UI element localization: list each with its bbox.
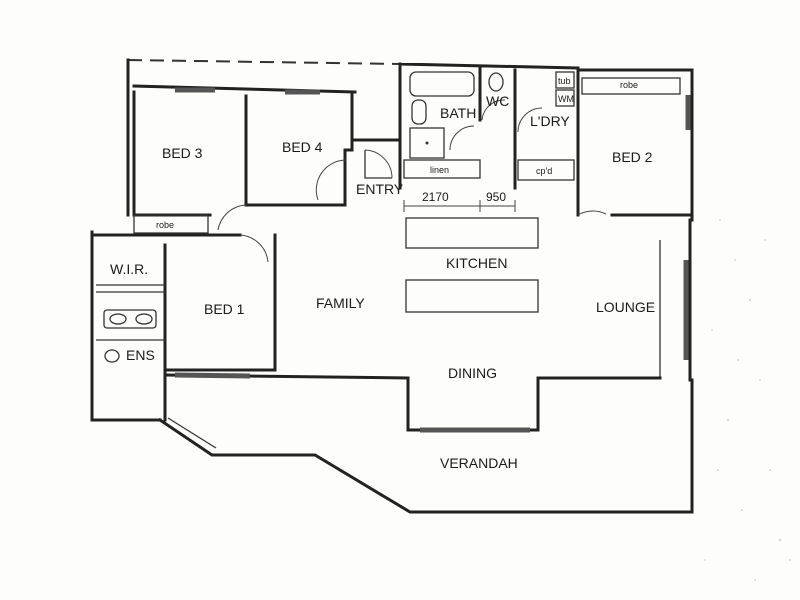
label-dining: DINING bbox=[448, 365, 497, 381]
door-bed4 bbox=[315, 159, 346, 201]
kitchen-bench-top bbox=[405, 217, 539, 249]
label-bed1: BED 1 bbox=[204, 301, 245, 317]
shower-drain bbox=[425, 141, 429, 145]
wall-wir-divider bbox=[96, 284, 165, 293]
label-bath: BATH bbox=[440, 105, 476, 121]
label-bed2: BED 2 bbox=[612, 149, 653, 165]
wall-dining-bay bbox=[163, 373, 662, 432]
label-wir: W.I.R. bbox=[110, 261, 148, 277]
door-wc bbox=[481, 99, 506, 121]
wall-verandah-inner bbox=[167, 417, 217, 449]
label-ens: ENS bbox=[126, 347, 155, 363]
label-kitchen: KITCHEN bbox=[446, 255, 507, 271]
wall-entry-left bbox=[364, 150, 392, 179]
label-dim-right: 950 bbox=[486, 190, 506, 204]
shower bbox=[409, 127, 445, 159]
label-verandah: VERANDAH bbox=[440, 455, 518, 471]
laundry-tub bbox=[555, 71, 575, 89]
door-bed3 bbox=[217, 204, 247, 231]
label-robe-bed2: robe bbox=[620, 80, 638, 90]
bath-basin bbox=[411, 99, 427, 125]
label-cupboard: cp'd bbox=[536, 166, 552, 176]
window-family bbox=[174, 372, 251, 379]
label-entry: ENTRY bbox=[356, 181, 404, 197]
bathtub bbox=[409, 71, 475, 97]
label-linen: linen bbox=[430, 165, 449, 175]
robe-bed2 bbox=[581, 77, 681, 95]
label-laundry: L'DRY bbox=[530, 113, 570, 129]
wc-toilet bbox=[488, 72, 504, 92]
washing-machine bbox=[555, 89, 575, 107]
dimension-line bbox=[403, 200, 516, 212]
label-bed3: BED 3 bbox=[162, 145, 203, 161]
label-lounge: LOUNGE bbox=[596, 299, 655, 315]
label-wm: WM bbox=[558, 94, 574, 104]
label-bed4: BED 4 bbox=[282, 139, 323, 155]
scan-noise bbox=[704, 219, 791, 581]
label-robe-bed3: robe bbox=[156, 220, 174, 230]
label-family: FAMILY bbox=[316, 295, 365, 311]
door-laundry bbox=[517, 107, 543, 133]
wall-bed1-outer bbox=[90, 230, 162, 422]
ens-vanity bbox=[103, 309, 157, 329]
robe-bed3 bbox=[133, 214, 209, 234]
wall-bed2-outer bbox=[576, 68, 694, 222]
label-dim-left: 2170 bbox=[422, 190, 449, 204]
linen-cupboard bbox=[403, 159, 481, 179]
wall-verandah bbox=[157, 378, 694, 514]
door-bed2 bbox=[577, 210, 607, 216]
ens-toilet bbox=[104, 349, 120, 363]
wall-top-bedrooms bbox=[126, 58, 357, 217]
laundry-cupboard bbox=[517, 159, 575, 181]
basin-right bbox=[135, 313, 153, 325]
wall-service-block bbox=[398, 62, 580, 190]
door-bath bbox=[449, 125, 475, 151]
kitchen-island bbox=[405, 279, 539, 313]
door-bed1 bbox=[239, 234, 269, 263]
dashed-roof-line bbox=[127, 59, 401, 65]
wall-bed2-bottom bbox=[576, 186, 694, 217]
basin-left bbox=[109, 313, 127, 325]
door-entry bbox=[364, 149, 393, 179]
label-tub: tub bbox=[558, 76, 571, 86]
label-wc: WC bbox=[486, 93, 509, 109]
